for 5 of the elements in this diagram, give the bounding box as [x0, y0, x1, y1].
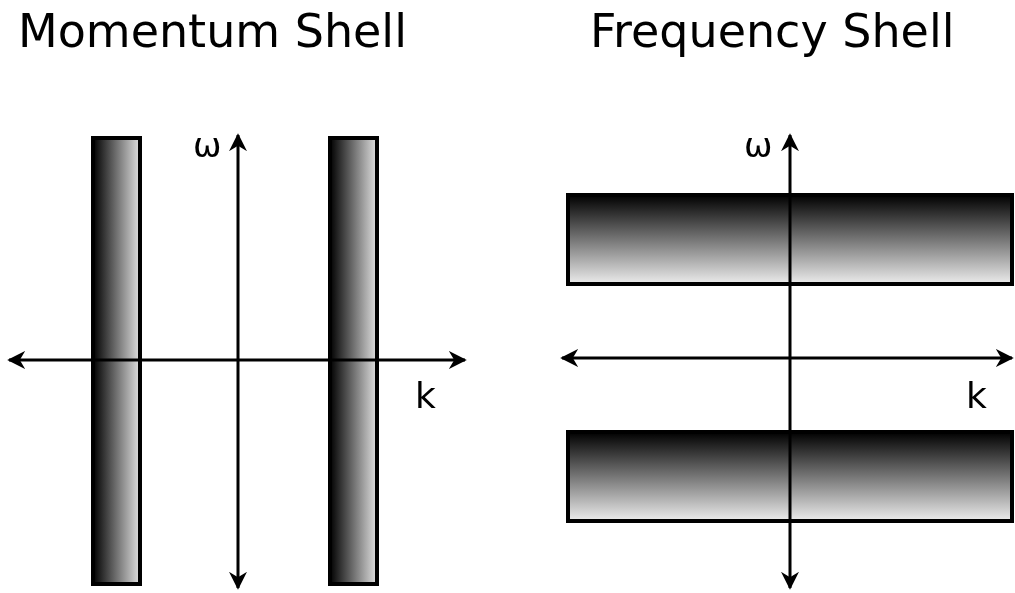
axis-label: k: [966, 378, 987, 414]
axis-label: ω: [744, 128, 773, 162]
axis-label: ω: [193, 128, 222, 162]
axis-label: k: [415, 378, 436, 414]
panel-title: Momentum Shell: [18, 8, 407, 54]
